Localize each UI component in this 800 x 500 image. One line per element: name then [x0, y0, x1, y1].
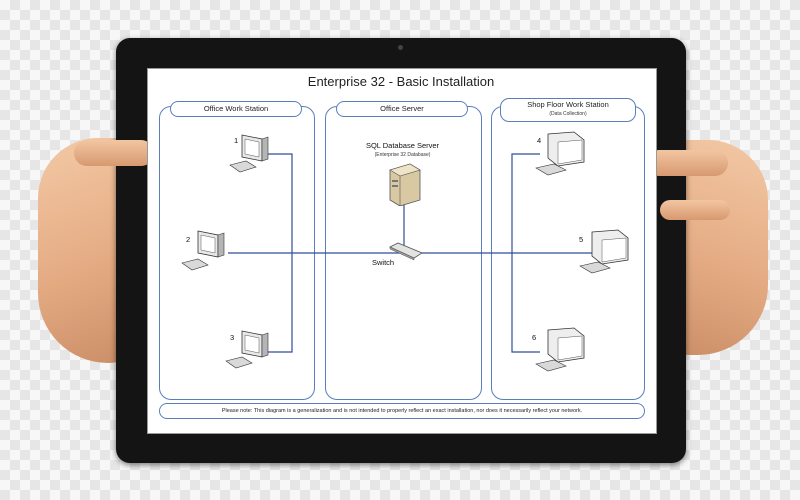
workstation-1-icon[interactable] — [228, 133, 272, 175]
diagram-title: Enterprise 32 - Basic Installation — [307, 74, 495, 89]
shop-floor-title: Shop Floor Work Station — [527, 100, 609, 109]
server-sublabel: (Enterprise 32 Database) — [374, 152, 431, 158]
terminal-6-number: 6 — [532, 333, 537, 342]
shop-floor-subtitle: (Data Collection) — [549, 111, 587, 117]
terminal-5-icon[interactable] — [578, 228, 632, 274]
office-server-heading: Office Server — [336, 101, 468, 117]
server-icon[interactable] — [386, 162, 422, 206]
tablet-camera — [398, 45, 403, 50]
workstation-1-number: 1 — [234, 136, 239, 145]
left-thumb — [74, 140, 154, 166]
switch-label: Switch — [372, 258, 395, 267]
terminal-4-number: 4 — [537, 136, 542, 145]
terminal-5-number: 5 — [579, 235, 584, 244]
right-thumb — [646, 150, 728, 176]
terminal-6-icon[interactable] — [534, 326, 588, 372]
workstation-2-icon[interactable] — [180, 229, 228, 273]
terminal-4-icon[interactable] — [534, 130, 588, 176]
office-workstation-heading: Office Work Station — [170, 101, 302, 117]
network-switch-icon[interactable] — [388, 241, 424, 261]
shop-floor-wire — [511, 153, 540, 353]
right-finger — [660, 200, 730, 220]
workstation-3-icon[interactable] — [224, 329, 272, 371]
workstation-2-number: 2 — [186, 235, 191, 244]
shop-floor-heading: Shop Floor Work Station (Data Collection… — [500, 98, 636, 122]
disclaimer-note: Please note: This diagram is a generaliz… — [159, 403, 645, 419]
workstation-3-number: 3 — [230, 333, 235, 342]
server-label: SQL Database Server — [365, 141, 440, 150]
